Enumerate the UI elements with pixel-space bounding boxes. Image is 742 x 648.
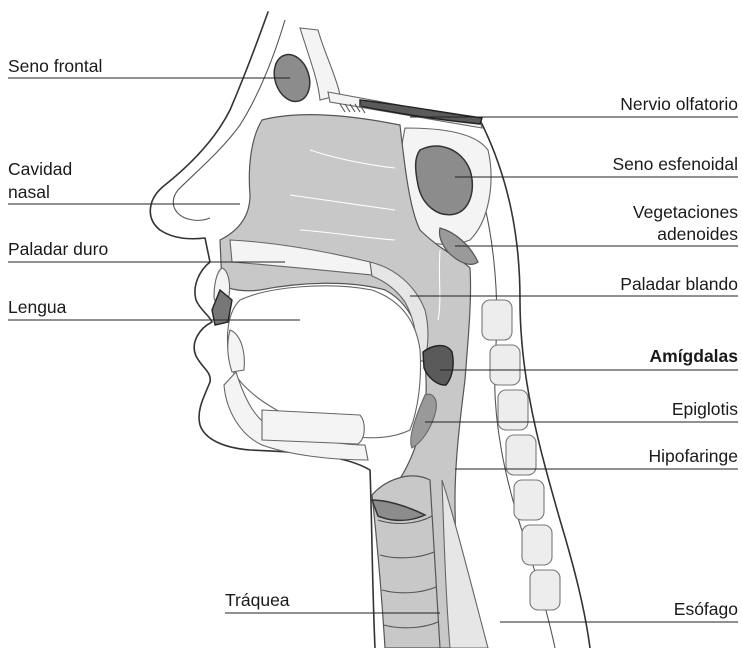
label-traquea: Tráquea bbox=[225, 590, 290, 610]
label-cavidad-nasal-line1: Cavidad bbox=[8, 159, 72, 179]
label-seno-esfenoidal: Seno esfenoidal bbox=[612, 154, 738, 174]
vertebra-1 bbox=[482, 300, 512, 340]
label-paladar-blando: Paladar blando bbox=[620, 274, 738, 294]
cervical-spine bbox=[482, 300, 560, 610]
label-vegetaciones-line2: adenoides bbox=[657, 224, 738, 244]
label-esofago: Esófago bbox=[674, 599, 738, 619]
vertebra-7 bbox=[530, 570, 560, 610]
label-lengua: Lengua bbox=[8, 297, 67, 317]
label-amigdalas: Amígdalas bbox=[650, 346, 739, 366]
label-cavidad-nasal-line2: nasal bbox=[8, 182, 50, 202]
label-nervio-olfatorio: Nervio olfatorio bbox=[620, 94, 738, 114]
esophagus bbox=[442, 480, 488, 648]
hyoid bbox=[262, 410, 364, 444]
label-vegetaciones-line1: Vegetaciones bbox=[633, 202, 738, 222]
vertebra-2 bbox=[490, 345, 520, 385]
label-paladar-duro: Paladar duro bbox=[8, 239, 108, 259]
head-illustration bbox=[150, 12, 590, 648]
vertebra-5 bbox=[514, 480, 544, 520]
vertebra-6 bbox=[522, 525, 552, 565]
label-seno-frontal: Seno frontal bbox=[8, 56, 102, 76]
label-hipofaringe: Hipofaringe bbox=[649, 446, 739, 466]
label-epiglotis: Epiglotis bbox=[672, 399, 738, 419]
vertebra-3 bbox=[498, 390, 528, 430]
olfactory-nerve bbox=[360, 100, 482, 124]
